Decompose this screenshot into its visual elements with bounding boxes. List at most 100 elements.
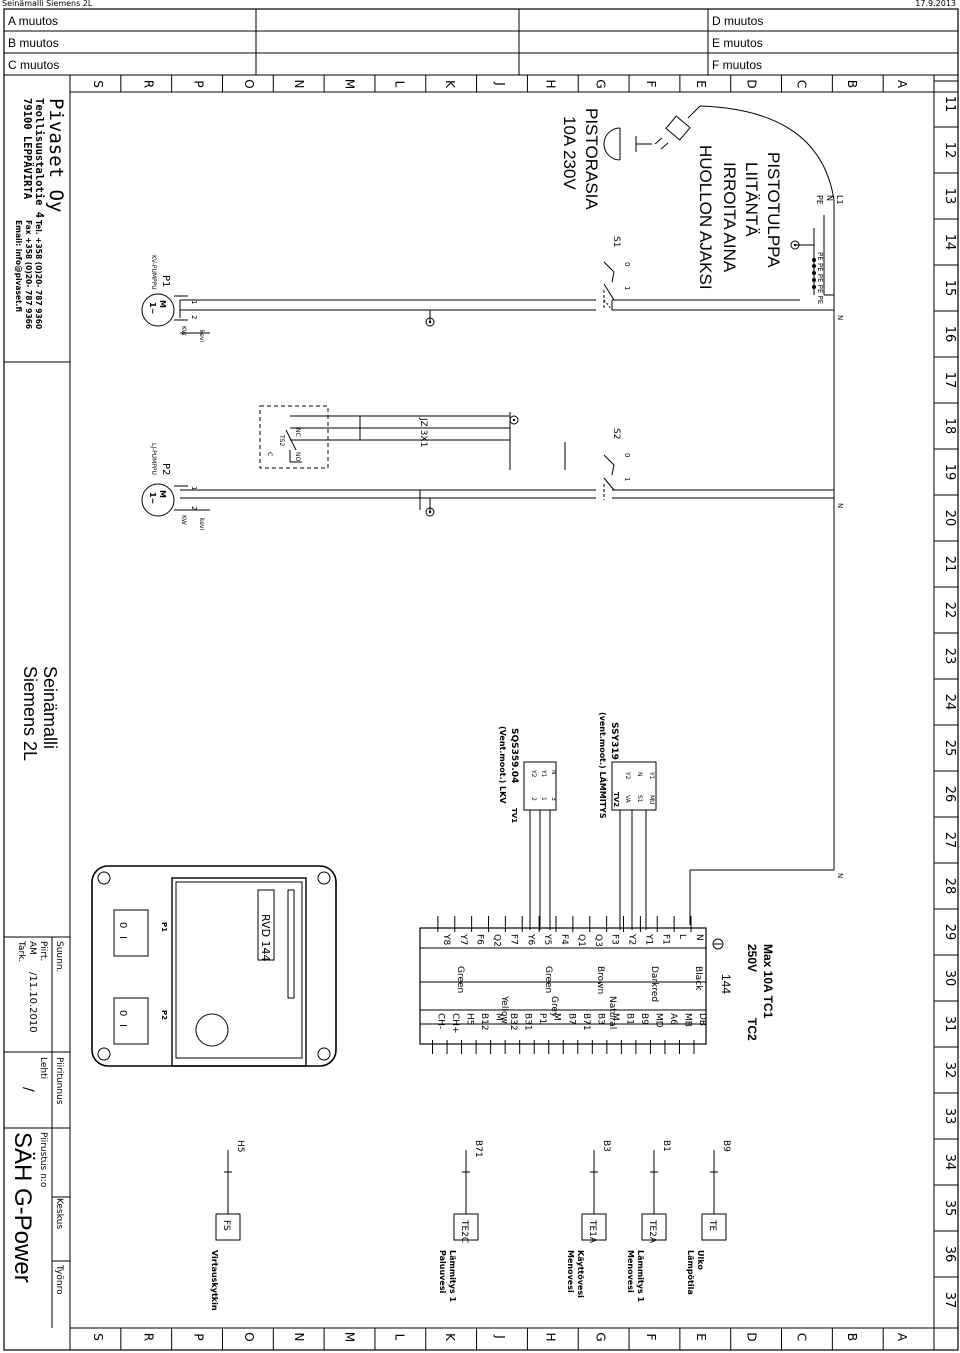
pe-label: PE [815,195,824,205]
sqs-pin-left: Y2 [530,769,537,778]
row-letter-bottom: F [644,1334,658,1341]
col-number: 34 [942,1154,957,1171]
controller-model: RVD 144 [259,914,272,962]
ts2-nc: NC [294,428,301,437]
motor-p1-m: M [158,300,167,308]
n-label-2: N [836,503,844,508]
cable-jz-label: JZ 3X1 [418,417,428,447]
revision-c: C muutos [8,58,59,72]
wire-color-upper: Darkred [649,966,659,1002]
sensor-tag: B9 [721,1140,731,1152]
company-tel: Tel. +358 (0)20- 787 9360 [34,220,43,329]
ground-symbol-p1 [425,317,435,327]
terminal-lower-pin: MB [682,1013,692,1027]
terminal-upper-pin: F3 [610,934,620,945]
terminal-lower-pin: M [494,1013,504,1021]
col-number: 15 [942,280,957,297]
sqs-desc: (Vent.moot.) LKV [498,726,507,804]
plug-icon [654,105,701,150]
switch-p1-one: I [117,936,128,939]
n-label-3: N [836,873,844,878]
socket-line1: PISTORASIA [582,108,601,210]
terminal-lower-pin: CH- [436,1013,446,1029]
row-letter-top: K [443,80,457,89]
col-number: 30 [942,970,957,987]
terminal-lower-pin: B1 [624,1013,634,1025]
company-fax: Fax +358 (0)20- 787 9366 [24,220,33,329]
actuator-sqs359 [523,761,557,930]
row-letter-bottom: J [493,1334,507,1339]
row-letter-bottom: D [744,1332,758,1341]
col-number: 36 [942,1246,957,1263]
terminal-lower-pins: DBMBA6MDB9B1MB3B71B7MP1B31B32MB12H5CH+CH… [436,1013,707,1034]
row-letter-bottom: H [543,1332,557,1341]
motor-p1 [141,293,188,327]
sqs-pin-right: 1 [540,797,547,801]
s1-label: S1 [611,236,621,247]
actuator-ssy319 [611,761,657,930]
row-letter-top: G [594,79,608,88]
terminal-upper-pin: Y6 [525,933,535,945]
company-city: 79100 LEPPÄVIRTA [21,98,35,200]
row-letter-top: B [845,80,859,88]
controller-p1: P1 [160,922,168,932]
motor-p2 [141,483,188,517]
col-number: 25 [942,740,957,757]
ground-symbol-p2 [425,507,435,517]
wire-color-lower: Yellow [499,995,509,1024]
terminal-lower-pin: A6 [668,1013,678,1025]
sensor-desc2: Menovesi [626,1250,635,1293]
terminal-lower-pin: B3 [595,1013,605,1025]
sensor-tag: B71 [473,1140,483,1158]
row-letter-bottom: S [91,1333,105,1341]
row-letter-top: O [242,79,256,88]
sqs-tag: TV1 [510,808,518,823]
ssy-pin-left: N [636,772,643,777]
terminal-lower-pin: DB [697,1013,707,1026]
row-letter-bottom: N [292,1333,306,1342]
tb-volt: 250V [745,944,759,972]
col-number: 23 [942,648,957,665]
p1-type: KV-PUMPPU [150,255,157,290]
sqs-pin-right: 3 [550,797,557,801]
ssy-pin-right: VA [624,795,631,804]
pe-terminals-label: PE PE PE PE PE [816,252,824,304]
motor-p2-m: M [158,490,167,498]
terminal-lower-pin: B71 [581,1013,591,1031]
sqs-name: SQS359.04 [509,728,519,783]
sensor-tag: H5 [235,1140,245,1153]
keskus-label: Keskus [54,1198,64,1229]
p1-term1: 1 [190,300,198,304]
power-supply-lines [611,105,835,925]
row-letter-top: S [91,80,105,88]
col-number: 24 [942,694,957,711]
thermostat-ts2 [259,405,361,469]
col-number: 11 [942,96,957,113]
col-number: 18 [942,418,957,435]
ts2-no: NO [294,452,301,461]
switch-p2-zero: 0 [117,1010,128,1016]
row-letter-top: C [795,80,809,88]
terminal-upper-pin: L [677,934,687,939]
sensor-label: FS [221,1220,231,1231]
motor-p2-tilde: 1~ [148,492,157,504]
suunn-label: Suunn. [54,941,64,972]
row-letter-top: J [493,81,507,86]
p2-kw: KW [180,515,187,525]
col-number: 21 [942,556,957,573]
s1-zero: 0 [623,262,631,266]
sensor-desc1: Lämmitys 1 [636,1250,645,1302]
col-number: 27 [942,832,957,849]
wire-color-upper: Green [543,966,553,993]
note-line3: IRROITA AINA [720,162,739,273]
tb-title: Max 10A TC1 [761,944,775,1019]
company-street: Teollisuustalotie 4 [33,98,45,218]
socket-icon [603,127,652,161]
col-number: 26 [942,786,957,803]
wire-color-lower: Natural [607,996,617,1029]
row-letter-top: E [694,80,708,88]
terminal-upper-pin: Q2 [492,934,502,947]
